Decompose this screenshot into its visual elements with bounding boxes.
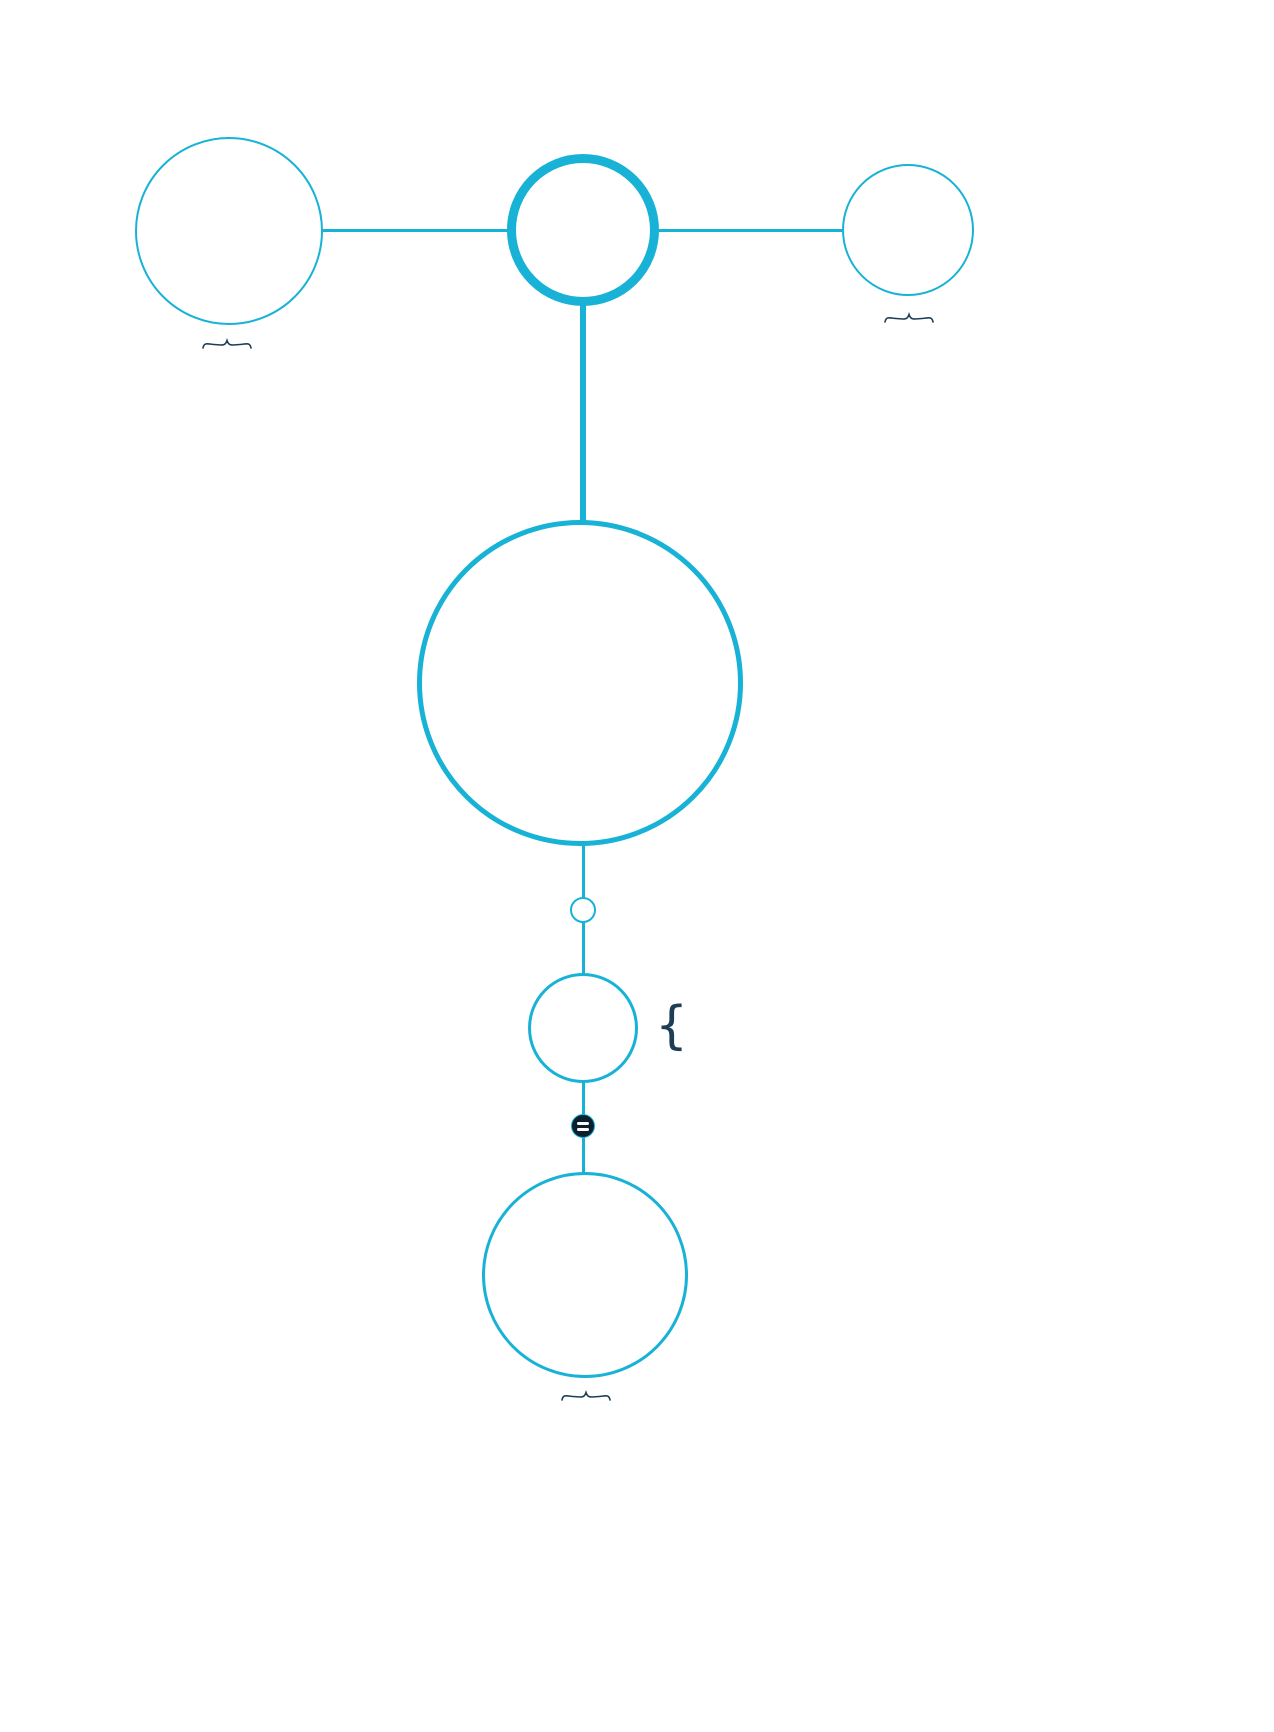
connector-root-to-large [580, 304, 586, 522]
label-placeholder-side-brace-icon[interactable]: { [655, 996, 689, 1056]
node-large[interactable] [417, 520, 743, 846]
node-root[interactable] [507, 154, 659, 306]
node-tiny[interactable] [570, 897, 596, 923]
connector-root-to-right [658, 229, 842, 232]
connector-large-to-tiny [582, 845, 585, 898]
connector-tiny-to-mid [582, 922, 585, 974]
node-mid[interactable] [528, 973, 638, 1083]
label-placeholder-brace-icon[interactable] [884, 312, 934, 324]
label-placeholder-brace-icon[interactable] [561, 1390, 611, 1402]
node-top-right[interactable] [842, 164, 974, 296]
equals-icon [577, 1127, 589, 1131]
label-placeholder-brace-icon[interactable] [202, 338, 252, 350]
connector-badge-to-bottom [582, 1137, 585, 1173]
node-bottom[interactable] [482, 1172, 688, 1378]
equals-icon [577, 1121, 589, 1125]
connector-root-to-left [323, 229, 508, 232]
connector-mid-to-badge [582, 1082, 585, 1115]
equals-badge[interactable] [571, 1114, 595, 1138]
node-top-left[interactable] [135, 137, 323, 325]
